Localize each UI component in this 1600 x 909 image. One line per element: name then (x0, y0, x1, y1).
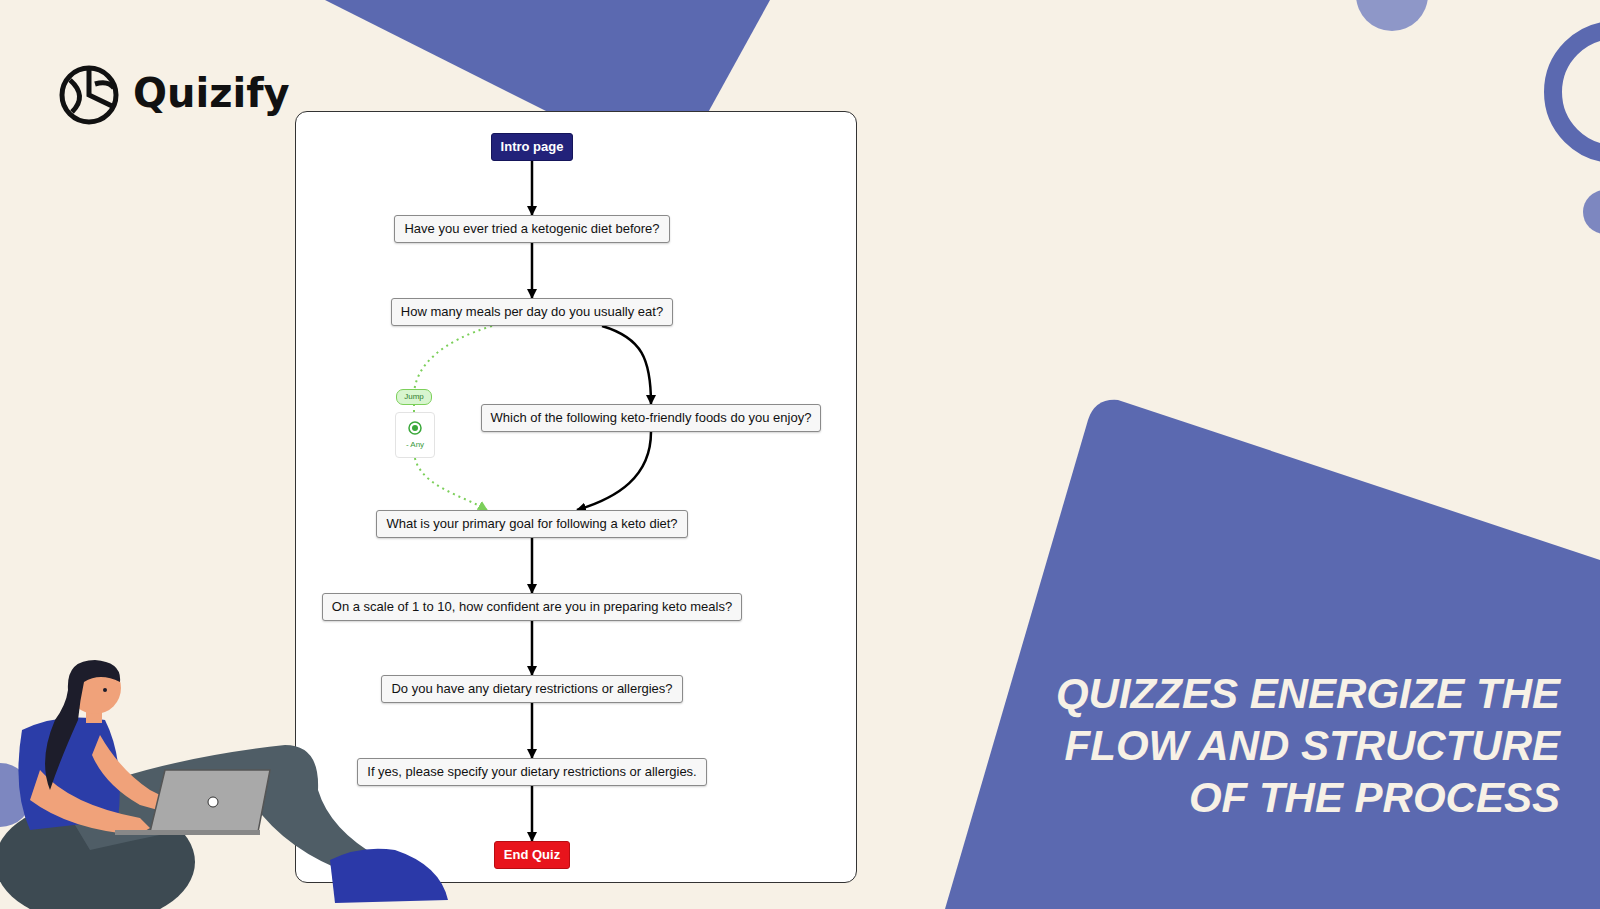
any-option-box: - Any (395, 412, 435, 458)
radio-ring (409, 422, 421, 434)
flow-arrow (531, 621, 534, 675)
process-box: Do you have any dietary restrictions or … (381, 675, 682, 703)
hair (45, 660, 120, 790)
node-text: If yes, please specify your dietary rest… (367, 764, 696, 780)
process-box: How many meals per day do you usually ea… (391, 298, 673, 326)
node-text: How many meals per day do you usually ea… (401, 304, 663, 320)
flow-arrow (602, 326, 651, 404)
node-text: What is your primary goal for following … (386, 516, 677, 532)
bottom-right-panel (945, 400, 1600, 909)
process-box: What is your primary goal for following … (376, 510, 687, 538)
node-text: Which of the following keto-friendly foo… (491, 410, 812, 426)
deco-dot (1583, 190, 1600, 234)
deco-circle (1356, 0, 1428, 31)
logo-text: Quizify (133, 68, 290, 118)
laptop (150, 770, 270, 832)
shoe-lace (360, 833, 395, 845)
flow-arrow (577, 432, 651, 510)
process-box: On a scale of 1 to 10, how confident are… (322, 593, 742, 621)
flow-arrow (531, 703, 534, 758)
flow-arrow (531, 243, 534, 298)
laptop-base (115, 830, 260, 835)
deco-ring (1553, 30, 1600, 154)
heading: QUIZZES ENERGIZE THE FLOW AND STRUCTURE … (1020, 668, 1560, 824)
radio-dot (412, 425, 418, 431)
start-box: Intro page (491, 133, 574, 161)
end-box: End Quiz (494, 841, 570, 869)
node-text: End Quiz (504, 847, 560, 863)
shoe (330, 849, 448, 903)
laptop-logo (208, 797, 218, 807)
node-text: On a scale of 1 to 10, how confident are… (332, 599, 732, 615)
node-text: Have you ever tried a ketogenic diet bef… (404, 221, 659, 237)
radio-icon (396, 413, 436, 435)
logo-icon (62, 68, 116, 122)
flow-arrow (531, 786, 534, 841)
node-text: Intro page (501, 139, 564, 155)
process-box: Have you ever tried a ketogenic diet bef… (394, 215, 669, 243)
eye (103, 688, 107, 692)
process-box: If yes, please specify your dietary rest… (357, 758, 706, 786)
process-box: Which of the following keto-friendly foo… (481, 404, 822, 432)
flow-arrow (531, 161, 534, 215)
node-text: Do you have any dietary restrictions or … (391, 681, 672, 697)
option-text: - Any (396, 439, 434, 451)
edge-label: Jump (396, 389, 432, 405)
flow-arrow (531, 538, 534, 593)
top-band (325, 0, 770, 118)
